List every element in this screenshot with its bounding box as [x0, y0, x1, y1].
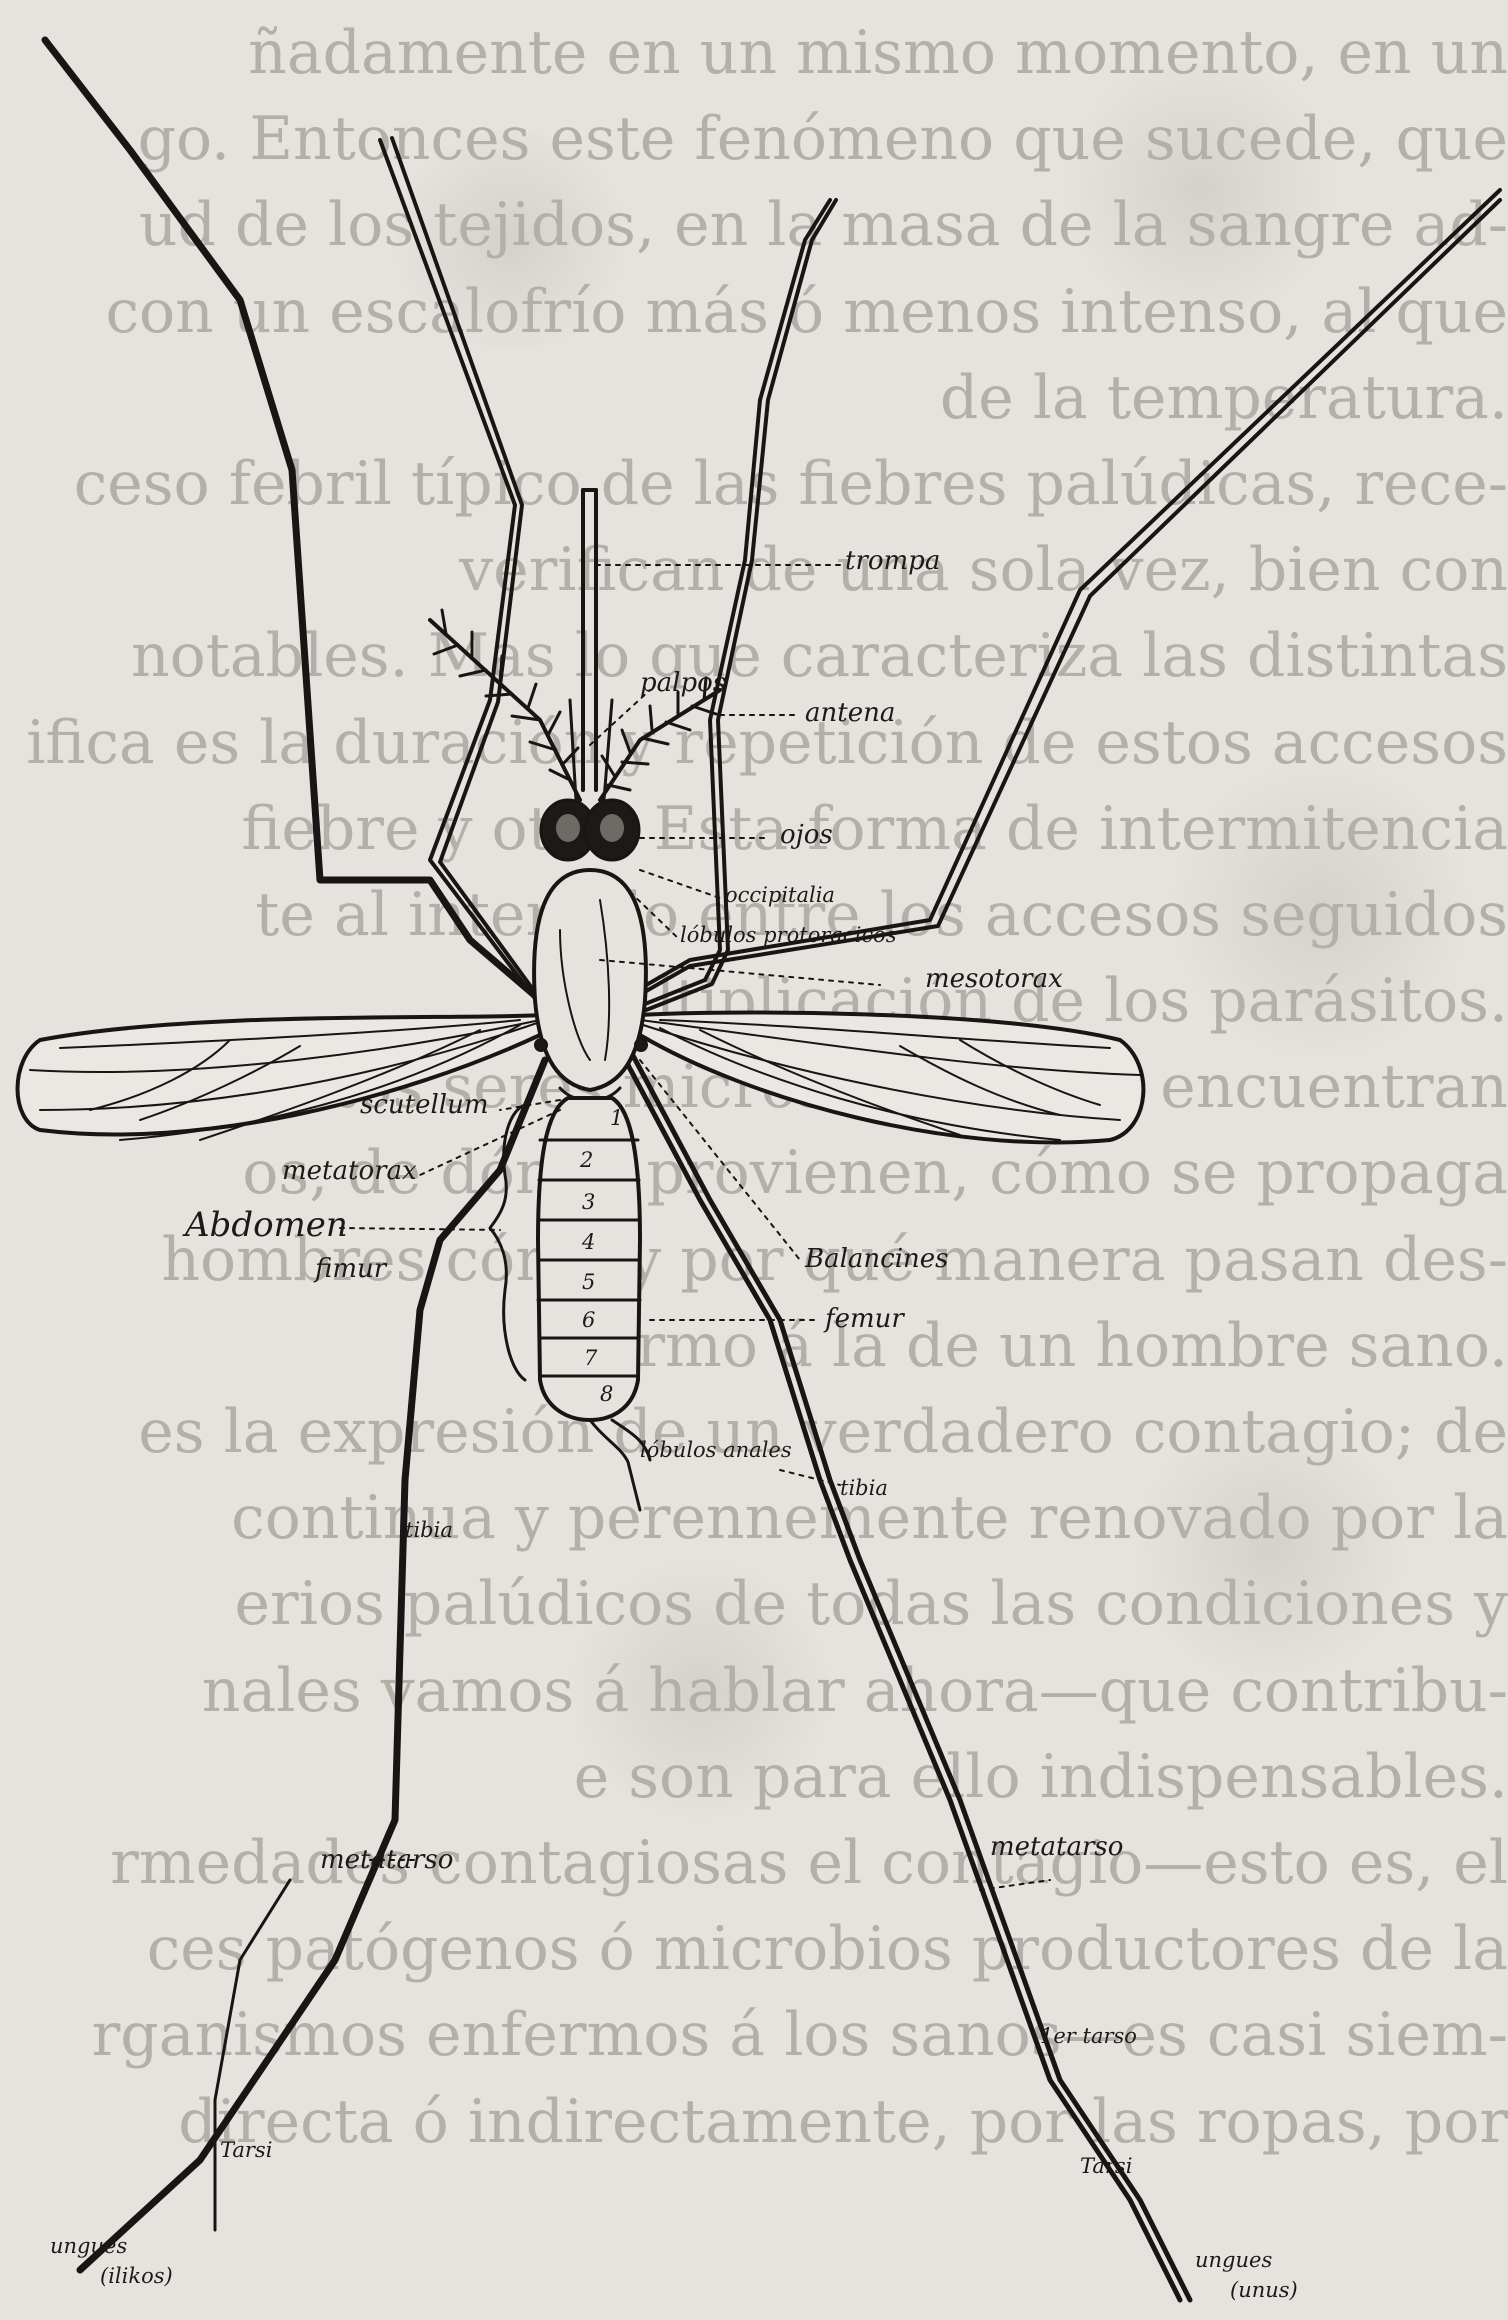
leg-front-left: [45, 40, 540, 1000]
label-occipitalia: occipitalia: [725, 885, 835, 906]
wing-left: [18, 1015, 541, 1140]
label-mesotorax: mesotorax: [925, 966, 1063, 992]
abdomen: [538, 1098, 650, 1510]
label-fimur-left: fimur: [315, 1256, 386, 1282]
label-tarsi-right: Tarsi: [1080, 2156, 1132, 2177]
label-metatarso-right: metatarso: [990, 1834, 1123, 1860]
leg-hind-left-thin: [215, 1880, 290, 2230]
segment-number: 1: [610, 1108, 623, 1129]
label-palpos: palpos: [640, 670, 726, 696]
head: [541, 800, 639, 860]
segment-number: 4: [582, 1232, 595, 1253]
label-ojos: ojos: [780, 822, 833, 848]
segment-number: 6: [582, 1310, 595, 1331]
segment-number: 2: [580, 1150, 593, 1171]
label-tibia-right: tibia: [840, 1478, 888, 1499]
label-lobulos-protoracicos: lóbulos protoracicos: [680, 925, 897, 946]
label-unguis-left-sub: (ilikos): [100, 2266, 173, 2287]
segment-number: 3: [582, 1192, 595, 1213]
label-abdomen: Abdomen: [185, 1208, 348, 1242]
label-unguis-left: ungues: [50, 2236, 127, 2257]
label-primer-tarso: 1er tarso: [1040, 2026, 1137, 2047]
segment-number: 5: [582, 1272, 595, 1293]
leg-hind-right: [620, 1050, 1190, 2300]
label-tarsi-left: Tarsi: [220, 2140, 272, 2161]
label-lobulos-anales: lóbulos anales: [640, 1440, 792, 1461]
label-antena: antena: [805, 700, 895, 726]
label-metatarso-left: metatarso: [320, 1847, 453, 1873]
wing-right: [640, 1013, 1143, 1143]
segment-number: 8: [600, 1384, 613, 1405]
label-unguis-right-sub: (unus): [1230, 2280, 1298, 2301]
label-balancines: Balancines: [805, 1246, 949, 1272]
segment-number: 7: [584, 1348, 597, 1369]
label-femur-right: femur: [825, 1306, 904, 1332]
label-scutellum: scutellum: [360, 1092, 489, 1118]
label-tibia-left: tibia: [405, 1520, 453, 1541]
label-unguis-right: ungues: [1195, 2250, 1272, 2271]
label-metatorax: metatorax: [282, 1158, 417, 1184]
label-trompa: trompa: [845, 548, 940, 574]
